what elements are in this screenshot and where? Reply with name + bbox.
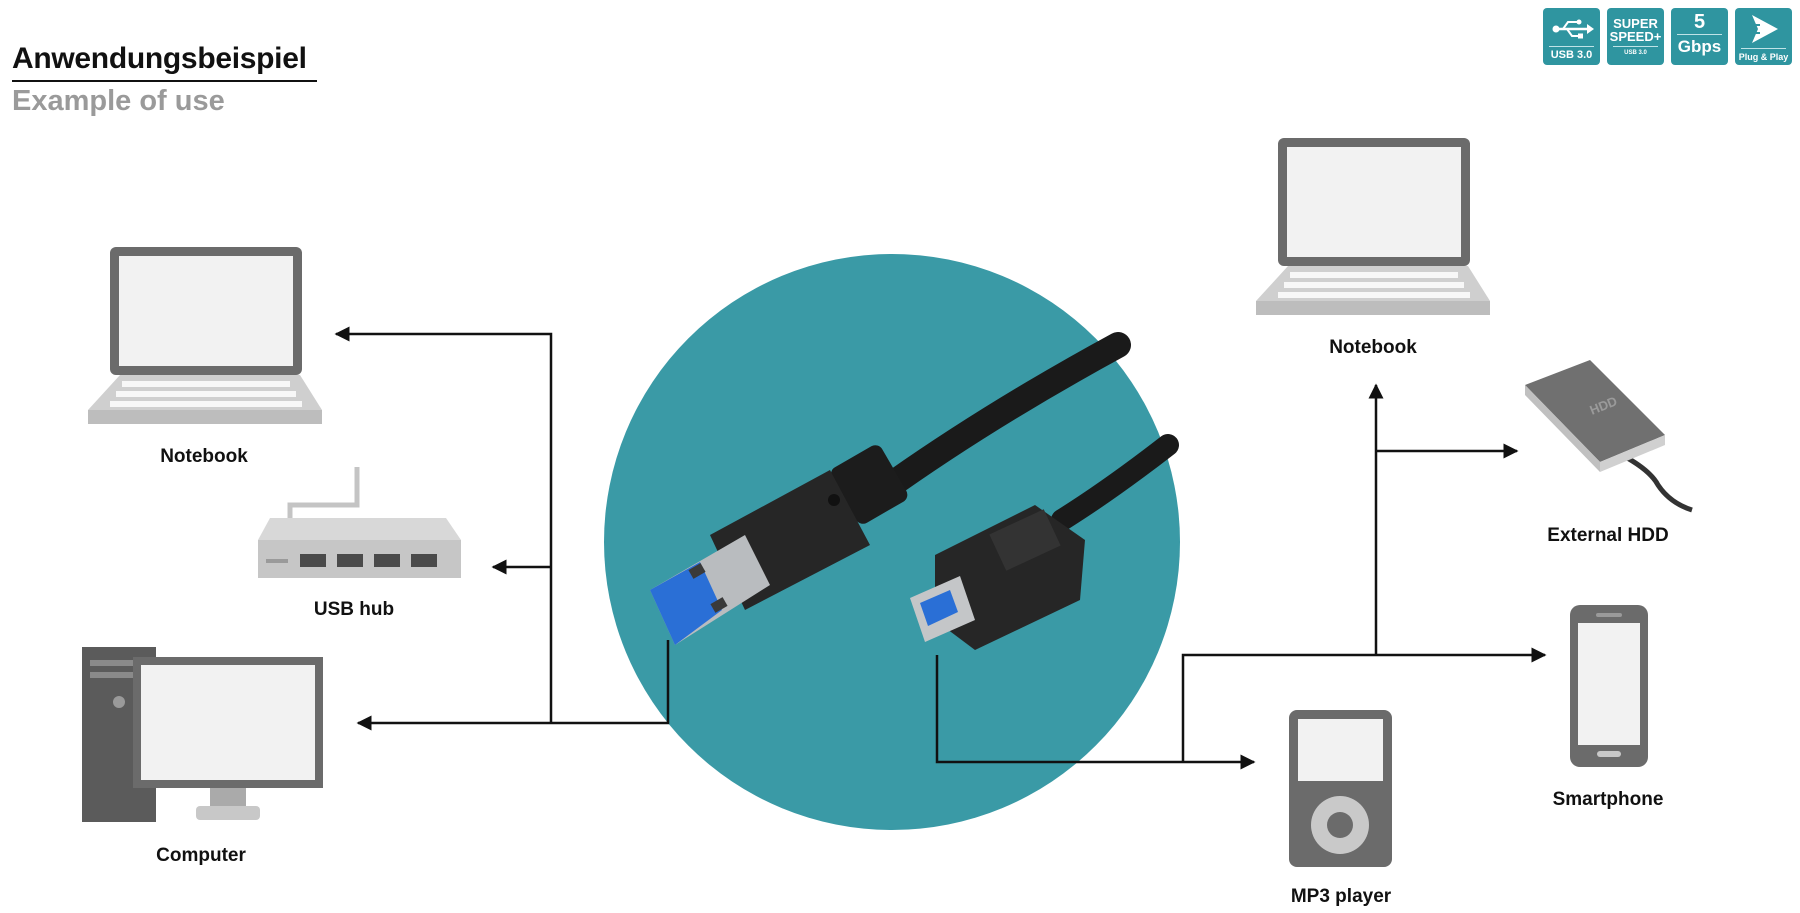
badge-divider <box>1549 46 1594 47</box>
speed-value: 5 <box>1693 11 1706 33</box>
superspeed-line3: USB 3.0 <box>1624 50 1647 56</box>
left-notebook-label: Notebook <box>160 446 248 467</box>
superspeed-badge: SUPER SPEED+ USB 3.0 <box>1607 8 1664 65</box>
usb-hub-icon <box>258 467 461 578</box>
plug-play-arrow-icon <box>1749 15 1778 43</box>
usb-trident-icon <box>1552 19 1594 39</box>
usb3-badge: USB 3.0 <box>1543 8 1600 65</box>
mp3-player-label: MP3 player <box>1290 886 1392 907</box>
connection-lines <box>334 326 1547 770</box>
usb-hub-label: USB hub <box>313 599 395 620</box>
right-notebook-icon <box>1256 138 1490 315</box>
line-usb-a-to-computer <box>356 640 670 731</box>
speed-unit: Gbps <box>1677 37 1722 56</box>
computer-icon <box>82 647 323 822</box>
computer-label: Computer <box>156 845 246 866</box>
usb3-label: USB 3.0 <box>1550 49 1593 61</box>
smartphone-icon <box>1570 605 1648 767</box>
superspeed-line2: SPEED+ <box>1609 29 1662 44</box>
speed-badge: 5 Gbps <box>1671 8 1728 65</box>
cable-photo-circle <box>604 254 1180 830</box>
superspeed-line1: SUPER <box>1613 16 1658 31</box>
badge-divider <box>1741 48 1786 49</box>
line-micro-to-mp3 <box>935 655 1256 770</box>
right-notebook-label: Notebook <box>1329 337 1417 358</box>
line-right-bus <box>1181 647 1547 762</box>
page-subtitle: Example of use <box>12 85 225 117</box>
left-notebook-icon <box>88 247 322 424</box>
smartphone-label: Smartphone <box>1552 789 1664 810</box>
external-hdd-label: External HDD <box>1547 525 1669 546</box>
micro-b-connector <box>910 505 1085 650</box>
line-left-bus <box>334 326 553 723</box>
title-underline <box>12 80 317 82</box>
usb-a-connector <box>650 445 908 645</box>
plug-play-badge: Plug & Play <box>1735 8 1792 65</box>
plug-play-label: Plug & Play <box>1738 52 1789 62</box>
badge-divider <box>1613 46 1658 47</box>
page-title: Anwendungsbeispiel <box>12 42 307 75</box>
mp3-player-icon <box>1289 710 1392 867</box>
external-hdd-icon: HDD <box>1525 360 1693 513</box>
badge-divider <box>1677 34 1722 35</box>
